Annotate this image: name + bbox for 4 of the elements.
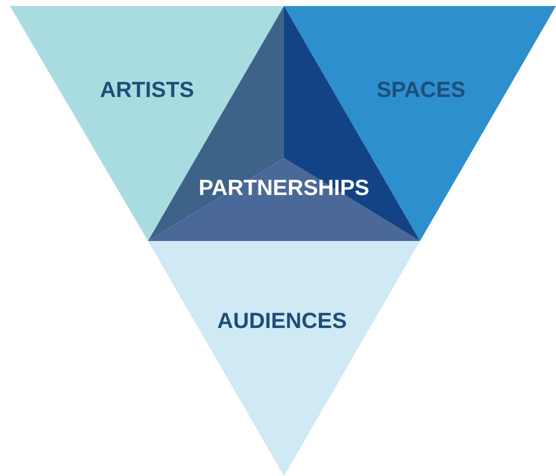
node-label: ARTISTS xyxy=(100,77,194,103)
node-label: AUDIENCES xyxy=(217,308,347,334)
node-label: PARTNERSHIPS xyxy=(198,175,370,201)
node-label: SPACES xyxy=(376,77,466,103)
